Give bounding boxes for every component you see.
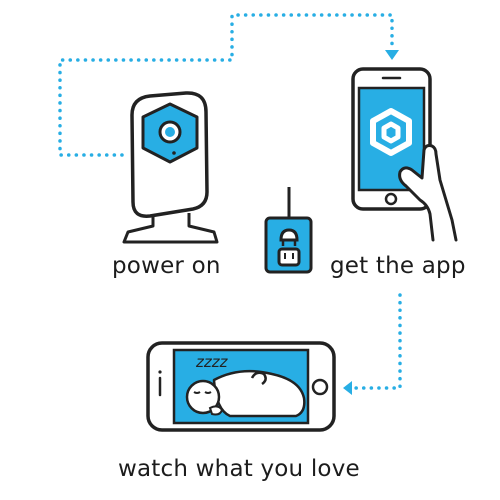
- caption-watch-what-you-love: watch what you love: [118, 456, 360, 482]
- caption-power-on: power on: [112, 253, 221, 279]
- camera-lens-center: [165, 127, 175, 137]
- dotted-arrow-camera-to-app: [58, 13, 394, 157]
- dotted-arrow-app-to-watch: [346, 293, 402, 390]
- landscape-home-button: [311, 378, 329, 396]
- sleep-zzz: zzzz: [195, 353, 229, 371]
- power-outlet-icon: [264, 187, 313, 274]
- arrowhead-down: [385, 50, 399, 60]
- caption-get-the-app: get the app: [330, 253, 466, 279]
- socket: [277, 247, 301, 267]
- sleeping-baby-icon: [185, 369, 306, 418]
- app-logo-inner: [381, 121, 401, 144]
- camera-stand: [122, 213, 219, 244]
- app-logo-outer: [370, 108, 412, 156]
- camera-led: [172, 151, 176, 155]
- plug-head: [279, 228, 299, 242]
- arrowhead-left: [343, 381, 352, 395]
- hand-icon: [398, 144, 458, 242]
- camera-icon: [122, 91, 219, 244]
- home-button: [384, 192, 398, 206]
